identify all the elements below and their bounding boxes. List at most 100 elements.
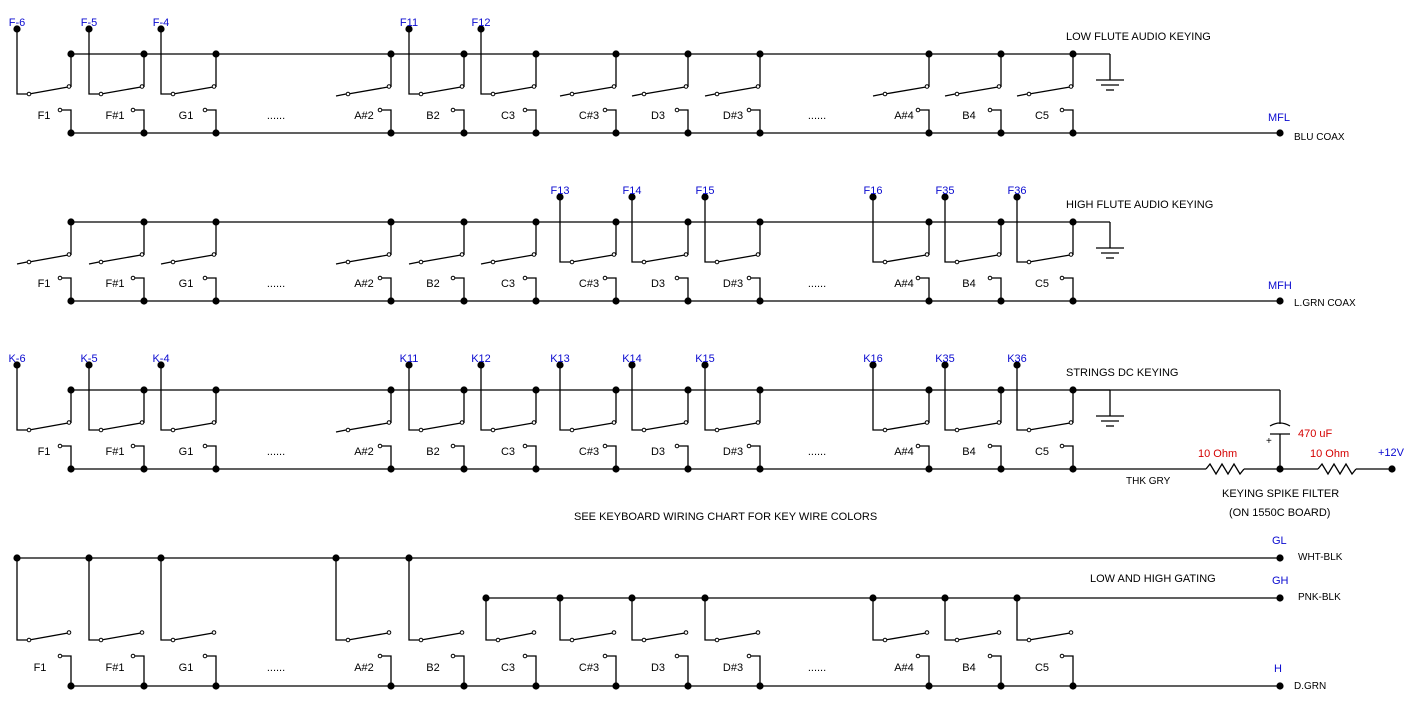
wht-blk-label: WHT-BLK [1298,552,1343,563]
contact-lead [919,655,930,686]
switch-arm [420,254,462,263]
switch-contact [755,252,761,257]
switch-arm [884,422,927,431]
key-label: K13 [550,353,570,365]
junction-dot [387,297,395,305]
switch-contact [202,653,208,659]
switch-contact [202,107,208,113]
note-label: A#4 [894,110,914,122]
dgrn-label: D.GRN [1294,681,1326,692]
gh-terminal [1276,594,1284,602]
key-wire [88,365,99,431]
key-wire [631,93,643,97]
switch-arm [571,632,614,641]
switch-contact [345,637,351,643]
key-wire [335,261,347,265]
switch-contact [345,259,351,265]
note-label: C5 [1035,110,1049,122]
switch-contact [882,259,888,265]
note-label: A#2 [354,110,374,122]
switch-arm [492,86,534,95]
switch-contact [130,653,136,659]
key-wire [1016,365,1027,431]
note-label: D3 [651,446,665,458]
switch-arm [28,632,69,641]
note-label: C3 [501,110,515,122]
switch-arm [420,86,462,95]
switch-contact [57,653,63,659]
key-wire [1016,93,1028,97]
switch-arm [571,86,614,95]
contact-lead [678,655,689,686]
junction-dot [612,386,620,394]
switch-contact [1026,259,1032,265]
key-wire [944,93,956,97]
switch-contact [602,443,608,449]
switch-contact [987,107,993,113]
switch-contact [139,84,145,89]
switch-contact [1059,107,1065,113]
switch-contact [139,630,145,635]
switch-contact [755,84,761,89]
switch-contact [202,443,208,449]
junction-dot [532,129,540,137]
gate-wire [631,598,642,641]
junction-dot [756,50,764,58]
key-wire [335,93,347,97]
note-label: G1 [179,278,194,290]
contact-lead [991,655,1002,686]
switch-contact [611,420,617,425]
note-label: F#1 [106,278,125,290]
junction-dot [460,465,468,473]
switch-contact [641,91,647,97]
switch-contact [924,630,930,635]
switch-contact [211,630,217,635]
note-label: B4 [962,110,975,122]
key-label: F11 [400,17,418,29]
note-label: G1 [179,446,194,458]
note-label: D#3 [723,446,743,458]
key-wire [944,365,955,431]
contact-lead [678,109,689,133]
note-label: F1 [38,278,51,290]
switch-arm [420,422,462,431]
switch-arm [172,86,214,95]
contact-lead [61,445,72,469]
switch-arm [172,632,214,641]
note-label: B2 [426,446,439,458]
contact-lead [381,445,392,469]
junction-dot [756,386,764,394]
switch-arm [347,86,389,95]
junction-dot [212,386,220,394]
switch-arm [716,632,758,641]
switch-contact [459,420,465,425]
switch-contact [57,107,63,113]
switch-contact [683,84,689,89]
switch-contact [683,420,689,425]
key-label: F-5 [81,17,98,29]
ellipsis-label: ...... [808,662,826,674]
junction-dot [756,682,764,690]
note-label: C5 [1035,662,1049,674]
switch-arm [643,254,686,263]
junction-dot [684,386,692,394]
note-label: C3 [501,662,515,674]
note-label: B4 [962,662,975,674]
switch-contact [490,427,496,433]
switch-contact [746,107,752,113]
switch-contact [569,259,575,265]
note-label: F1 [38,446,51,458]
switch-contact [996,84,1002,89]
switch-arm [347,422,389,431]
junction-dot [997,297,1005,305]
junction-dot [387,218,395,226]
switch-contact [569,91,575,97]
contact-lead [991,445,1002,469]
gate-wire [335,558,346,641]
switch-contact [170,637,176,643]
contact-lead [454,277,465,301]
switch-contact [211,252,217,257]
switch-contact [641,637,647,643]
